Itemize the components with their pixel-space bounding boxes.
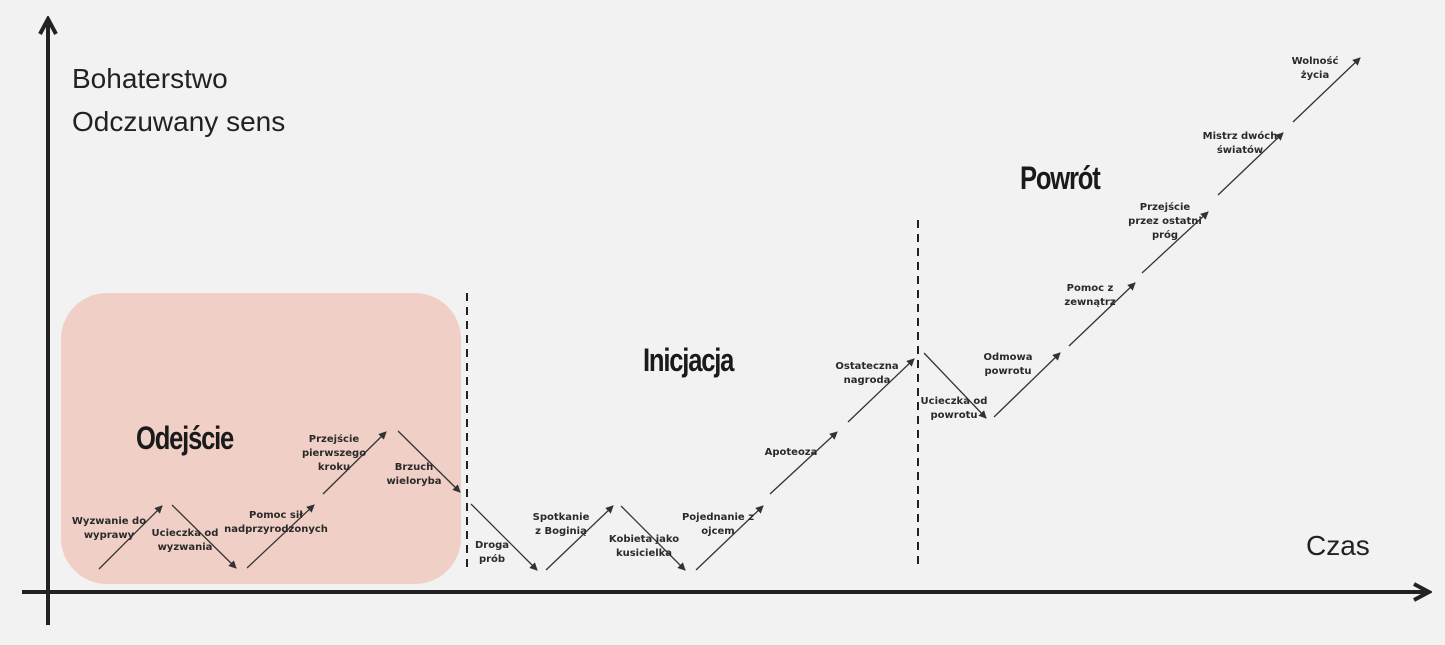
- stage-label: Apoteoza: [765, 447, 818, 458]
- stage-arrow: [397, 430, 461, 493]
- stage-arrows: [98, 57, 1361, 571]
- stage-arrow: [1292, 57, 1361, 123]
- stage-arrow: [695, 505, 764, 571]
- stage-arrow: [545, 505, 614, 571]
- stage-arrow: [98, 505, 163, 570]
- stage-arrow: [769, 431, 838, 495]
- stage-arrow: [620, 505, 686, 571]
- stage-arrow: [246, 504, 315, 569]
- y-axis-label-2: Odczuwany sens: [72, 106, 285, 137]
- phase-title-initiation: Inicjacja: [643, 343, 735, 378]
- stage-arrow: [470, 503, 538, 571]
- stage-arrow: [171, 504, 237, 569]
- stage-arrow: [993, 352, 1061, 418]
- stage-arrow: [847, 358, 915, 423]
- phase-title-departure: Odejście: [136, 421, 234, 456]
- stage-arrow: [1141, 211, 1209, 274]
- x-axis-label: Czas: [1306, 530, 1370, 561]
- stage-arrow: [923, 352, 987, 419]
- y-axis-label-1: Bohaterstwo: [72, 63, 228, 94]
- stage-arrow: [322, 431, 387, 495]
- phase-title-return: Powrót: [1020, 161, 1101, 196]
- stage-arrow: [1068, 282, 1136, 347]
- stage-arrow: [1217, 132, 1284, 196]
